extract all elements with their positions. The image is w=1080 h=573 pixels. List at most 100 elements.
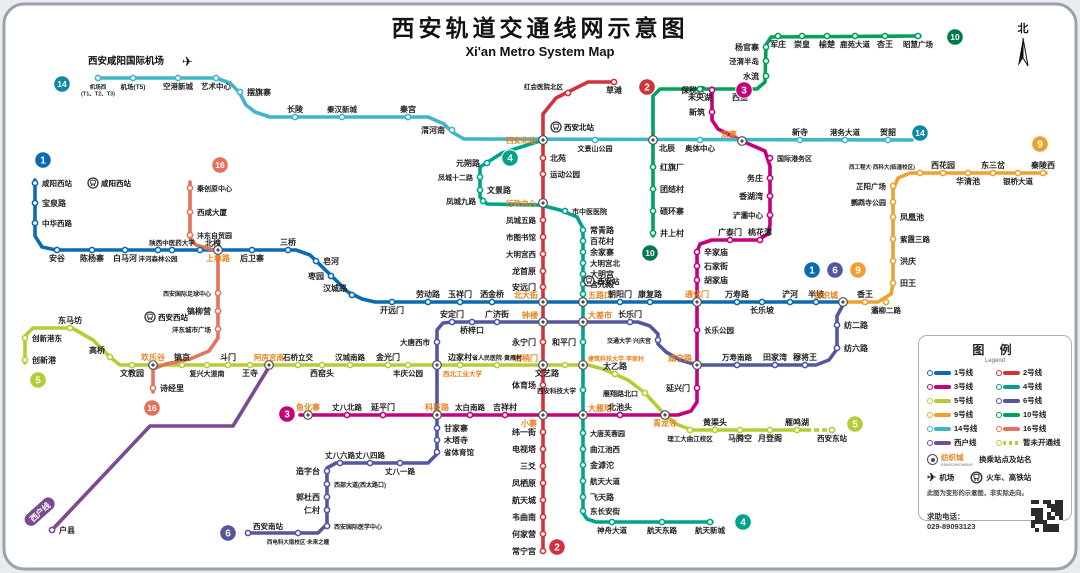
station [889, 182, 897, 190]
station-label: 建筑科技大学·李家村 [588, 355, 644, 363]
station-label: 华清池 [956, 176, 980, 186]
station [736, 426, 744, 434]
station-label: 和平门 [552, 337, 576, 347]
station [649, 185, 657, 193]
station [649, 229, 657, 237]
station-label: 洪庆 [900, 256, 916, 266]
station [914, 32, 922, 40]
station-label: 安定门 [440, 309, 464, 319]
station [579, 507, 587, 515]
station-label: 杨官寨 [735, 42, 759, 52]
airport-label: 西安咸阳国际机场 [88, 55, 165, 67]
station-label: 安谷 [49, 253, 66, 263]
transfer-station-dot [541, 201, 545, 205]
line-badge-label: 3 [741, 86, 747, 97]
station-label: 钟楼 [522, 310, 538, 320]
station [186, 231, 194, 239]
line-badge-label: 2 [554, 543, 560, 554]
station-label: 阿房宫南 [254, 352, 284, 362]
station [539, 428, 547, 436]
station-label: 东三岔 [981, 160, 1006, 170]
station-label: 沣河森林公园 [139, 254, 179, 263]
station-label: 银桥大道 [1003, 176, 1033, 186]
station [539, 513, 547, 521]
station-label: 王寺 [242, 368, 258, 378]
transfer-station-dot [695, 363, 699, 367]
compass-label: 北 [1017, 23, 1029, 35]
station [338, 113, 346, 121]
station-label: 朝阳门 [608, 289, 632, 299]
legend-transfer-desc: 换乘站点及站名 [979, 455, 1032, 464]
transfer-station-dot [541, 138, 545, 142]
station [841, 136, 849, 144]
station-label: 文景路 [487, 185, 512, 195]
station [693, 262, 701, 270]
station-label: 西电科大南校区·未来之瞳 [267, 538, 330, 546]
station [579, 429, 587, 437]
station-label: 西北工业大学 [443, 369, 483, 378]
line-badge-label: 9 [1037, 140, 1043, 151]
transfer-station-dot [151, 363, 155, 367]
station-label: 井上村 [660, 228, 684, 238]
station [766, 154, 774, 162]
station [579, 226, 587, 234]
station [433, 436, 441, 444]
station-label: 机场西(T1、T2、T3) [81, 83, 115, 98]
station-label: 广济街 [485, 309, 509, 319]
line-badge-label: 16 [215, 160, 225, 170]
station [964, 169, 972, 177]
station-label: 泾渭半岛 [729, 56, 759, 66]
station-label: 红旗厂 [660, 162, 684, 172]
station-label: 红会医院北区 [524, 82, 564, 91]
station-label: 科技路 [425, 402, 450, 412]
station [733, 361, 741, 369]
station-label: 浐河 [782, 289, 798, 299]
station [561, 361, 569, 369]
station [128, 361, 136, 369]
transfer-station-dot [216, 248, 220, 252]
legend-item: 10号线 [996, 409, 1063, 420]
station [708, 86, 716, 94]
station [248, 246, 256, 254]
station [31, 219, 39, 227]
station-label: 灞柳二路 [871, 305, 901, 315]
station-label: 五路口 [588, 290, 612, 300]
line-9-badge [849, 261, 867, 279]
station-label: 机场(T5) [121, 82, 146, 91]
station [236, 88, 244, 96]
station [48, 526, 56, 534]
station [404, 361, 412, 369]
station [433, 448, 441, 456]
station [483, 159, 491, 167]
station [758, 298, 766, 306]
line-1-path [33, 178, 845, 304]
station-label: 北槐 [205, 238, 221, 248]
station-label: 交通大学·兴庆宫 [607, 337, 651, 345]
station-label: 金光门 [375, 352, 400, 362]
legend-subtitle: Legend [984, 358, 1006, 364]
station-label: 安远门 [512, 282, 536, 292]
station-label: 穆将王 [793, 352, 817, 362]
station [889, 279, 897, 287]
station-label: 神舟大道 [597, 525, 627, 535]
station-label: 紫霞三路 [900, 234, 930, 244]
station-label: 汉城路 [323, 283, 348, 293]
legend-phone-row: 求助电话： 029-89093123 [927, 500, 1063, 532]
station [433, 424, 441, 432]
station-label: 郭杜西 [296, 492, 320, 502]
station-label: 胡家庙 [704, 275, 728, 285]
station [488, 298, 496, 306]
station-label: 凤城十二路 [438, 173, 474, 182]
station-label: 曲江池西 [590, 444, 620, 454]
station [762, 57, 770, 65]
station-label: 摆旗寨 [247, 87, 271, 97]
station [889, 257, 897, 265]
legend-item: 2号线 [996, 367, 1063, 378]
station [343, 411, 351, 419]
station-label: 马腾空 [728, 433, 752, 443]
station-label: 国际港务区 [777, 154, 812, 163]
station-label: 西部大道(西太路口) [334, 481, 386, 489]
station [149, 384, 157, 392]
line-1-badge [34, 151, 52, 169]
